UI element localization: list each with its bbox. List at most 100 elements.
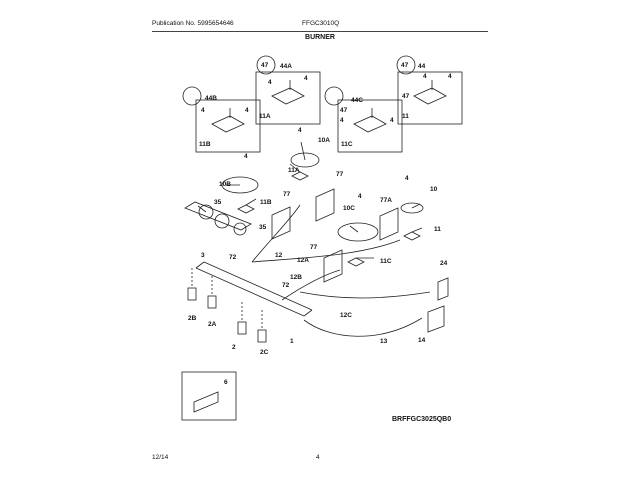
callout-77a: 77A	[380, 197, 392, 204]
grommet-circle-11c	[324, 86, 344, 106]
valve-2	[237, 321, 247, 335]
fitting-24	[437, 277, 449, 301]
callout-4: 4	[405, 175, 409, 182]
detail-box-11a	[255, 71, 321, 125]
igniter-11c	[353, 108, 387, 133]
callout-11: 11	[434, 226, 441, 233]
tube-12	[251, 239, 401, 263]
callout-44: 44	[418, 63, 426, 70]
footer-date: 12/14	[152, 454, 169, 461]
callout-72: 72	[282, 282, 290, 289]
regulator-14	[427, 305, 445, 333]
callout-35: 35	[214, 199, 222, 206]
callout-12: 12	[275, 252, 283, 259]
callout-4: 4	[245, 107, 249, 114]
valve-2a	[207, 295, 217, 309]
burner-head-10c	[337, 222, 379, 242]
callout-10c: 10C	[343, 205, 355, 212]
bracket-77-d	[323, 249, 343, 283]
callout-3: 3	[201, 252, 205, 259]
spreader-plate-3	[184, 201, 252, 231]
callout-77: 77	[336, 171, 344, 178]
electrode-11c	[347, 257, 365, 267]
callout-10a: 10A	[318, 137, 330, 144]
igniter-11a	[271, 80, 305, 105]
callout-4: 4	[358, 193, 362, 200]
section-title: BURNER	[305, 34, 335, 41]
tube-12c	[299, 291, 431, 299]
callout-4: 4	[448, 73, 452, 80]
callout-44c: 44C	[351, 97, 363, 104]
burner-head-10	[400, 202, 424, 214]
callout-11c: 11C	[380, 258, 392, 265]
valve-2c	[257, 329, 267, 343]
callout-11c: 11C	[341, 141, 353, 148]
callout-1: 1	[290, 338, 294, 345]
electrode-11	[403, 231, 421, 241]
callout-72: 72	[229, 254, 237, 261]
bracket-77-a	[271, 206, 291, 240]
callout-11a: 11A	[288, 167, 300, 174]
callout-2c: 2C	[260, 349, 269, 356]
callout-24: 24	[440, 260, 448, 267]
manifold-1	[195, 261, 313, 317]
spark-module-6	[193, 391, 219, 413]
bracket-77a	[379, 207, 399, 241]
tube-12b	[281, 269, 341, 301]
callout-47: 47	[261, 62, 269, 69]
callout-4: 4	[298, 127, 302, 134]
callout-4: 4	[201, 107, 205, 114]
detail-box-11	[397, 71, 463, 125]
callout-11a: 11A	[259, 113, 271, 120]
disc-35-b	[214, 213, 230, 229]
callout-10b: 10B	[219, 181, 231, 188]
callout-77: 77	[310, 244, 318, 251]
callout-11: 11	[402, 113, 409, 120]
header-rule	[152, 31, 488, 32]
callout-6: 6	[224, 379, 228, 386]
callout-44a: 44A	[280, 63, 292, 70]
callout-4: 4	[340, 117, 344, 124]
callout-2b: 2B	[188, 315, 197, 322]
grommet-47-circle-b	[396, 55, 416, 75]
burner-head-10a	[290, 152, 320, 168]
callout-10: 10	[430, 186, 438, 193]
callout-12a: 12A	[297, 257, 309, 264]
callout-77: 77	[283, 191, 291, 198]
burner-head-10b	[221, 176, 259, 194]
leader-lines	[197, 141, 423, 259]
model-number: FFGC3010Q	[302, 20, 340, 27]
tube-12a	[251, 204, 301, 263]
grommet-47-circle-a	[256, 55, 276, 75]
callout-4: 4	[390, 117, 394, 124]
callout-12b: 12B	[290, 274, 302, 281]
callout-47: 47	[340, 107, 348, 114]
detail-box-11c	[337, 99, 403, 153]
disc-35-c	[233, 222, 247, 236]
callout-35: 35	[259, 224, 267, 231]
bracket-77-b	[315, 188, 335, 222]
callout-11b: 11B	[260, 199, 272, 206]
electrode-11b	[237, 204, 255, 214]
igniter-11b	[211, 108, 245, 133]
igniter-11	[413, 80, 447, 105]
callout-13: 13	[380, 338, 388, 345]
callout-14: 14	[418, 337, 426, 344]
electrode-11a	[291, 171, 309, 181]
drawing-code: BRFFGC3025QB0	[392, 416, 452, 423]
detail-box-11b	[195, 99, 261, 153]
callout-12c: 12C	[340, 312, 352, 319]
page-number: 4	[316, 454, 320, 461]
disc-35-a	[198, 204, 214, 220]
callout-4: 4	[423, 73, 427, 80]
callout-2a: 2A	[208, 321, 217, 328]
callout-47: 47	[401, 62, 409, 69]
callout-4: 4	[268, 79, 272, 86]
callout-4: 4	[244, 153, 248, 160]
valve-leaders	[191, 268, 263, 330]
valve-2b	[187, 287, 197, 301]
callout-4: 4	[304, 75, 308, 82]
spark-module-box	[181, 371, 237, 421]
grommet-circle-11b	[182, 86, 202, 106]
